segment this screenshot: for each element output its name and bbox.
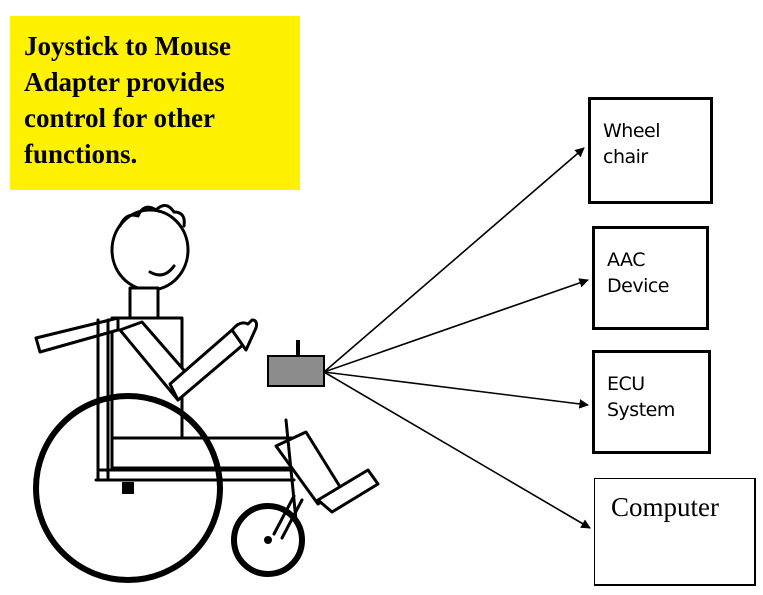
computer-label: Computer [611,492,719,522]
arrow-to-aac [323,278,589,373]
ecu-system-box: ECU System [592,350,711,454]
arrow-to-ecu [323,371,589,409]
ecu-system-label: ECU System [607,373,675,421]
wheelchair-box: Wheel chair [588,97,713,204]
connection-arrows [323,147,591,529]
description-callout: Joystick to Mouse Adapter provides contr… [10,16,300,190]
arrow-to-wheelchair [323,147,585,373]
aac-device-box: AAC Device [592,226,709,330]
adapter-box [267,355,325,387]
computer-box: Computer [594,478,756,586]
wheelchair-label: Wheel chair [603,120,661,168]
callout-text: Joystick to Mouse Adapter provides contr… [24,31,231,169]
joystick-adapter-icon [267,340,325,387]
aac-device-label: AAC Device [607,249,669,297]
wheelchair-user-figure [33,204,380,583]
arrow-to-computer [323,371,591,529]
